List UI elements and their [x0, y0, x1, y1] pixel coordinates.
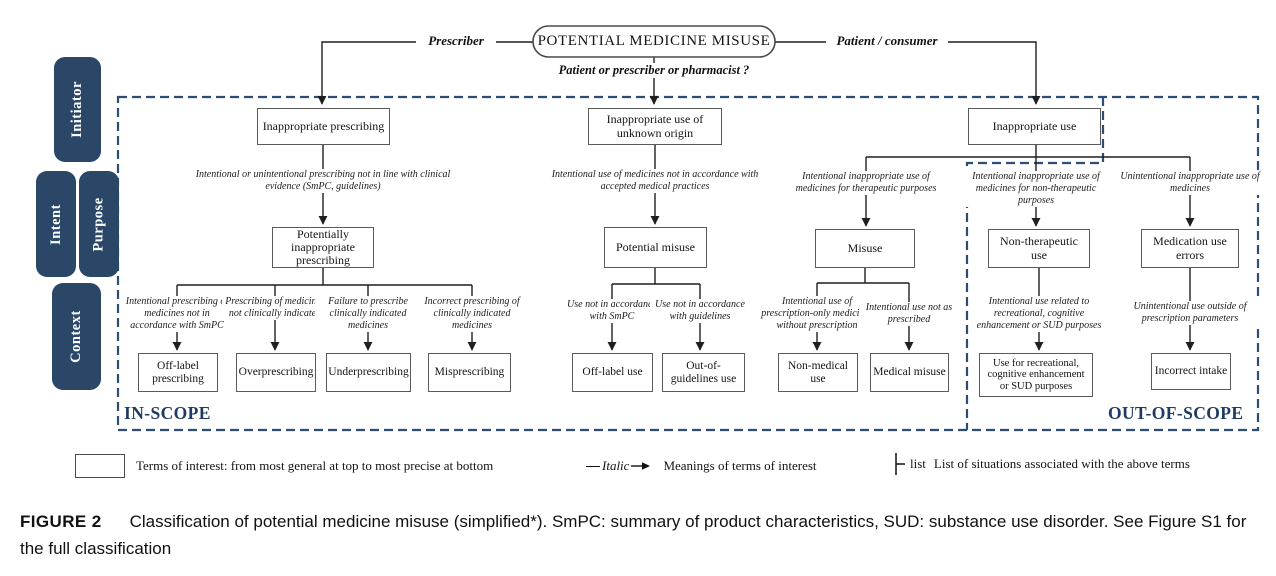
node-underprescribing: Underprescribing — [326, 353, 411, 392]
node-misuse: Misuse — [815, 229, 915, 268]
legend-italic-sample: Italic — [602, 458, 630, 473]
desc-out-of-guidelines-use: Use not in accordance with guidelines — [650, 299, 750, 323]
node-out-of-guidelines-use: Out-of-guidelines use — [662, 353, 745, 392]
node-misprescribing: Misprescribing — [428, 353, 511, 392]
node-incorrect-intake: Incorrect intake — [1151, 353, 1231, 390]
node-non-therapeutic-use: Non-therapeutic use — [988, 229, 1090, 268]
node-inappropriate-use-unknown-origin: Inappropriate use of unknown origin — [588, 108, 722, 145]
node-non-medical-use: Non-medical use — [778, 353, 858, 392]
node-use-for-recreational: Use for recreational, cognitive enhancem… — [979, 353, 1093, 397]
root-oval — [532, 25, 776, 58]
node-off-label-prescribing: Off-label prescribing — [138, 353, 218, 392]
sidebar-chip-purpose-label: Purpose — [90, 196, 107, 252]
desc-off-label-prescribing: Intentional prescribing of medicines not… — [124, 296, 230, 332]
figure-caption-text: Classification of potential medicine mis… — [20, 512, 1247, 559]
sidebar-chip-intent-label: Intent — [47, 203, 64, 245]
desc-branch-therapeutic: Intentional inappropriate use of medicin… — [791, 171, 941, 195]
legend-arrow-icon — [631, 462, 651, 470]
sidebar-chip-initiator: Initiator — [54, 57, 101, 162]
node-inappropriate-use: Inappropriate use — [968, 108, 1101, 145]
legend-terms-label: Terms of interest: from most general at … — [136, 458, 494, 473]
legend-italic-label: Meanings of terms of interest — [663, 458, 817, 473]
legend-list-bracket-icon — [895, 453, 905, 475]
sidebar-chip-intent: Intent — [36, 171, 76, 277]
desc-inappropriate-prescribing: Intentional or unintentional prescribing… — [183, 169, 463, 193]
node-potential-misuse: Potential misuse — [604, 227, 707, 268]
desc-medical-misuse: Intentional use not as prescribed — [859, 302, 959, 326]
figure-caption-tag: FIGURE 2 — [20, 512, 102, 531]
prescriber-branch-label: Prescriber — [416, 33, 496, 49]
out-of-scope-dashed-boundary — [965, 97, 1105, 430]
legend-list-sample: list — [910, 456, 926, 471]
sidebar-chip-context-label: Context — [68, 310, 85, 363]
desc-off-label-use: Use not in accordance with SmPC — [562, 299, 662, 323]
desc-misprescribing: Incorrect prescribing of clinically indi… — [419, 296, 525, 332]
node-inappropriate-prescribing: Inappropriate prescribing — [257, 108, 390, 145]
root-node-label: POTENTIAL MEDICINE MISUSE — [537, 33, 771, 49]
in-scope-label: IN-SCOPE — [124, 403, 211, 423]
node-medical-misuse: Medical misuse — [870, 353, 949, 392]
node-off-label-use: Off-label use — [572, 353, 653, 392]
node-potentially-inappropriate-prescribing: Potentially inappropriate prescribing — [272, 227, 374, 268]
node-medication-use-errors: Medication use errors — [1141, 229, 1239, 268]
desc-overprescribing: Prescribing of medicines not clinically … — [222, 296, 328, 320]
node-overprescribing: Overprescribing — [236, 353, 316, 392]
out-of-scope-label: OUT-OF-SCOPE — [1108, 403, 1244, 423]
legend-italic-item: Italic Meanings of terms of interest — [586, 454, 817, 478]
legend-list-label: List of situations associated with the a… — [933, 456, 1190, 471]
desc-branch-unintentional: Unintentional inappropriate use of medic… — [1115, 171, 1265, 195]
sidebar-chip-purpose: Purpose — [79, 171, 119, 277]
legend-box-symbol — [75, 454, 125, 478]
sidebar-chip-initiator-label: Initiator — [69, 81, 86, 138]
initiator-question-label: Patient or prescriber or pharmacist ? — [539, 63, 769, 78]
desc-underprescribing: Failure to prescribe clinically indicate… — [315, 296, 421, 332]
desc-use-for-recreational: Intentional use related to recreational,… — [974, 296, 1104, 332]
legend-list-item: list List of situations associated with … — [893, 452, 1190, 476]
desc-non-medical-use: Intentional use of prescription-only med… — [757, 296, 877, 332]
desc-inappropriate-use-unknown-origin: Intentional use of medicines not in acco… — [537, 169, 773, 193]
patient-consumer-branch-label: Patient / consumer — [826, 33, 948, 49]
desc-branch-non-therapeutic: Intentional inappropriate use of medicin… — [961, 171, 1111, 207]
sidebar-chip-context: Context — [52, 283, 101, 390]
legend-dash-symbol — [586, 465, 600, 467]
desc-incorrect-intake: Unintentional use outside of prescriptio… — [1120, 301, 1260, 325]
